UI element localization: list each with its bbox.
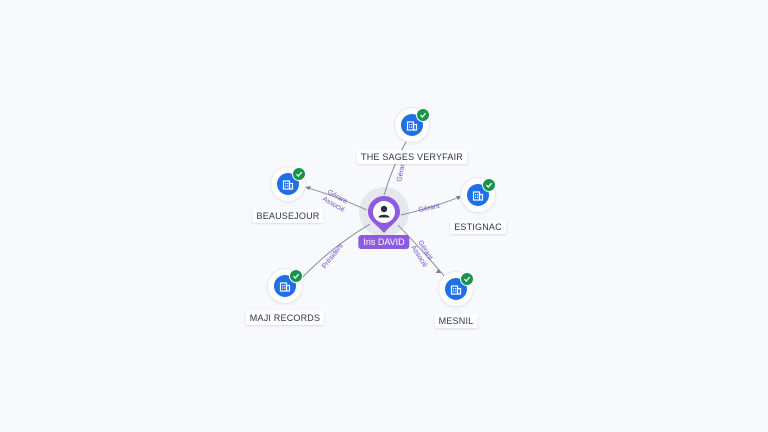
verified-check-icon [416, 108, 430, 122]
arrowhead-icon [436, 269, 442, 273]
person-icon [368, 196, 400, 233]
edge-maji-records [299, 223, 371, 281]
verified-check-icon [292, 167, 306, 181]
edge-the-sages-veryfair [383, 137, 409, 196]
company-label[interactable]: MAJI RECORDS [245, 311, 325, 325]
arrowhead-icon [305, 186, 311, 190]
edge-estignac [400, 195, 463, 216]
company-label[interactable]: BEAUSEJOUR [252, 209, 324, 223]
verified-check-icon [482, 178, 496, 192]
verified-check-icon [289, 269, 303, 283]
arrowhead-icon [456, 196, 462, 200]
company-label[interactable]: MESNIL [434, 314, 478, 328]
edge-label-gerant: Gérant [418, 203, 440, 214]
edge-label-gerant: Gérant [396, 160, 407, 182]
edge-beausejour [304, 186, 368, 211]
company-label[interactable]: ESTIGNAC [450, 220, 506, 234]
verified-check-icon [460, 272, 474, 286]
person-label[interactable]: Iris DAVID [358, 235, 410, 249]
company-label[interactable]: THE SAGES VERYFAIR [357, 150, 467, 164]
